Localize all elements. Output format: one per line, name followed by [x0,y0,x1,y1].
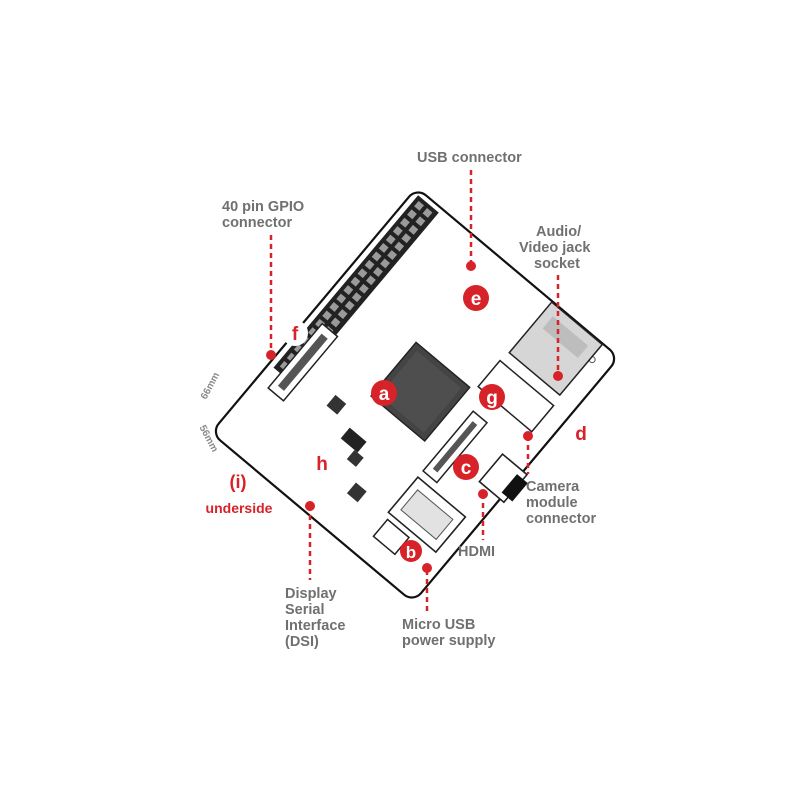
gpio-pin [422,207,433,218]
gpio-pin [364,259,375,270]
label-underside-letter: (i) [230,472,247,492]
marker-h: h [316,454,328,475]
gpio-pin [392,226,403,237]
gpio-pin [357,268,368,279]
gpio-pin [415,216,426,227]
label-usb-connector: USB connector [417,150,522,166]
small-chip [346,482,367,503]
marker-dot-gpio [266,350,276,360]
dsi-connector-strip [277,333,328,391]
gpio-pin [358,283,369,294]
gpio-pin [414,200,424,211]
label-dsi-line1: Display [285,586,337,602]
label-av-line2: Video jack [519,240,591,256]
label-power-line1: Micro USB [402,617,475,633]
gpio-pin [336,293,347,304]
marker-a: a [379,384,390,405]
gpio-pin [350,276,361,287]
marker-f-circle [282,320,308,346]
label-power-line2: power supply [402,633,495,649]
marker-dot-power [422,563,432,573]
marker-dot-dsi [305,501,315,511]
label-hdmi: HDMI [458,544,495,560]
marker-a-circle [371,380,397,406]
marker-dot-av [553,371,563,381]
gpio-pin [401,233,412,244]
gpio-pin [365,275,376,286]
side-connector [477,359,555,433]
marker-g-circle [479,384,505,410]
gpio-pin [407,209,417,220]
gpio-pin [380,258,390,269]
gpio-pin [387,250,398,260]
gpio-pin [385,234,396,245]
label-camera-line3: connector [526,511,596,527]
label-dsi-line3: Interface [285,618,345,634]
marker-b-circle [400,540,422,562]
marker-c-circle [453,454,479,480]
gpio-pin [330,317,341,328]
dimension-height: 66mm [199,371,222,402]
gpio-pin [337,309,348,319]
gpio-pin [378,243,389,253]
label-gpio-line1: 40 pin GPIO [222,199,304,215]
label-av-line1: Audio/ [536,224,581,240]
audio-video-jack-body [501,474,528,502]
gpio-pin [329,302,340,312]
gpio-pin [373,266,383,277]
marker-d: d [575,424,587,445]
marker-b: b [406,543,416,562]
label-underside: underside [206,500,273,516]
gpio-pin [344,300,355,311]
marker-e-circle [463,285,489,311]
marker-dot-usb [466,261,476,271]
small-chip [340,427,367,453]
board [214,191,616,599]
small-chip [326,394,347,415]
label-dsi-line2: Serial [285,602,325,618]
marker-e: e [471,289,482,310]
gpio-pin [394,241,405,252]
marker-g: g [486,388,498,409]
gpio-pin [408,224,419,235]
gpio-pin [351,292,362,303]
label-camera-line2: module [526,495,578,511]
marker-dot-camera [523,431,533,441]
marker-dot-hdmi [478,489,488,499]
label-dsi-line4: (DSI) [285,634,319,650]
hdmi-port-inner [400,489,454,541]
gpio-pin [322,310,333,321]
camera-connector-strip [432,421,478,473]
small-chip [346,449,364,467]
gpio-pin [343,285,354,296]
usb-port [508,301,604,397]
label-camera-line1: Camera [526,479,580,495]
gpio-pin [399,217,410,228]
usb-port-inner [542,316,589,359]
marker-c: c [461,458,472,479]
marker-f: f [292,324,299,345]
gpio-pin [371,251,382,262]
label-gpio-line2: connector [222,215,292,231]
soc-chip-inner [379,350,462,433]
label-av-line3: socket [534,256,580,272]
